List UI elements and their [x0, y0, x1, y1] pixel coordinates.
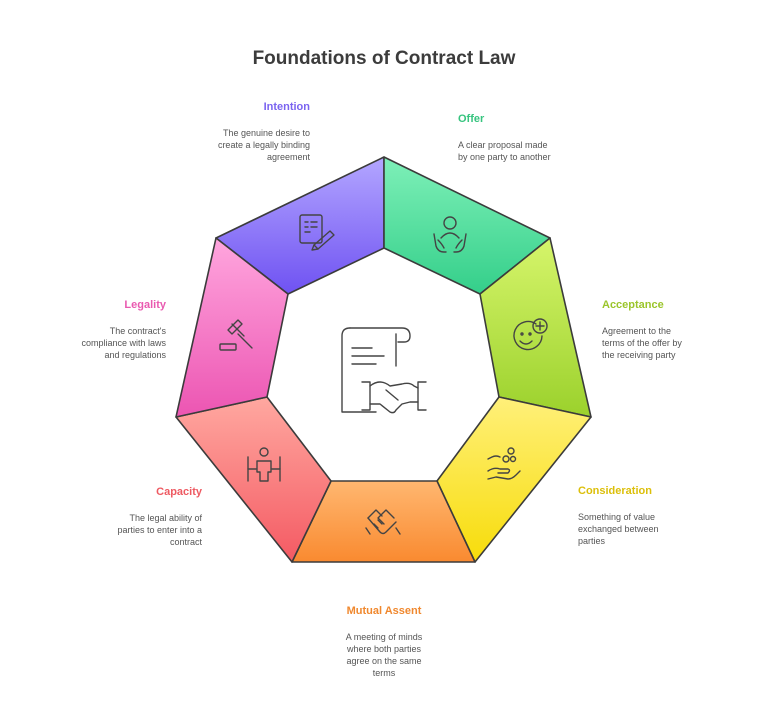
label-legality: Legality: [124, 299, 166, 311]
person-hands-icon: [433, 216, 467, 253]
handshake-icon: [365, 509, 401, 535]
hand-coins-icon: [487, 447, 521, 480]
segment-legality: [175, 237, 289, 418]
document-signing-icon: [299, 214, 335, 251]
page-title: Foundations of Contract Law: [252, 48, 516, 69]
label-acceptance: Acceptance: [602, 299, 664, 311]
person-barrier-icon: [247, 447, 281, 482]
contract-handshake-icon: [341, 327, 427, 414]
label-offer: Offer: [458, 113, 485, 125]
gavel-icon: [219, 319, 253, 351]
label-consideration: Consideration: [578, 485, 652, 497]
label-intention: Intention: [263, 101, 310, 113]
label-mutual-assent: Mutual Assent: [346, 605, 422, 617]
label-capacity: Capacity: [156, 486, 202, 498]
smile-plus-icon: [513, 318, 548, 351]
